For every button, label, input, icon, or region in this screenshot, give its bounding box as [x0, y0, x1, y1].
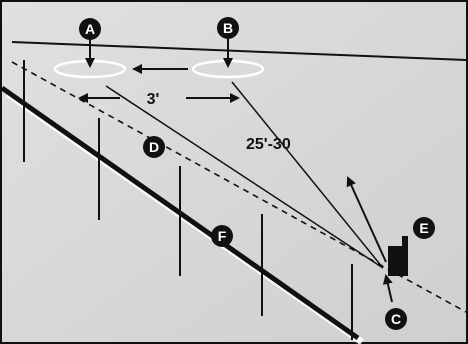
bank-line	[11, 41, 467, 61]
badge-f: F	[211, 225, 233, 247]
badge-b: B	[217, 17, 239, 39]
badge-c-label: C	[391, 311, 401, 327]
badge-a-label: A	[85, 21, 95, 37]
sight-line-to-a	[105, 85, 384, 269]
dimension-offset-label: 3'	[147, 91, 160, 108]
dimension-distance-label: 25'-30	[246, 136, 291, 153]
badge-f-label: F	[218, 228, 227, 244]
object-e-shape	[388, 236, 408, 276]
sight-line-to-b	[231, 81, 384, 269]
arrow-up-to-c	[382, 274, 393, 303]
badge-d: D	[143, 136, 165, 158]
badge-a: A	[79, 18, 101, 40]
badge-d-label: D	[149, 139, 159, 155]
direction-arrow	[346, 176, 387, 263]
badge-e: E	[413, 217, 435, 239]
badge-c: C	[385, 308, 407, 330]
badge-e-label: E	[419, 220, 428, 236]
badge-b-label: B	[223, 20, 233, 36]
